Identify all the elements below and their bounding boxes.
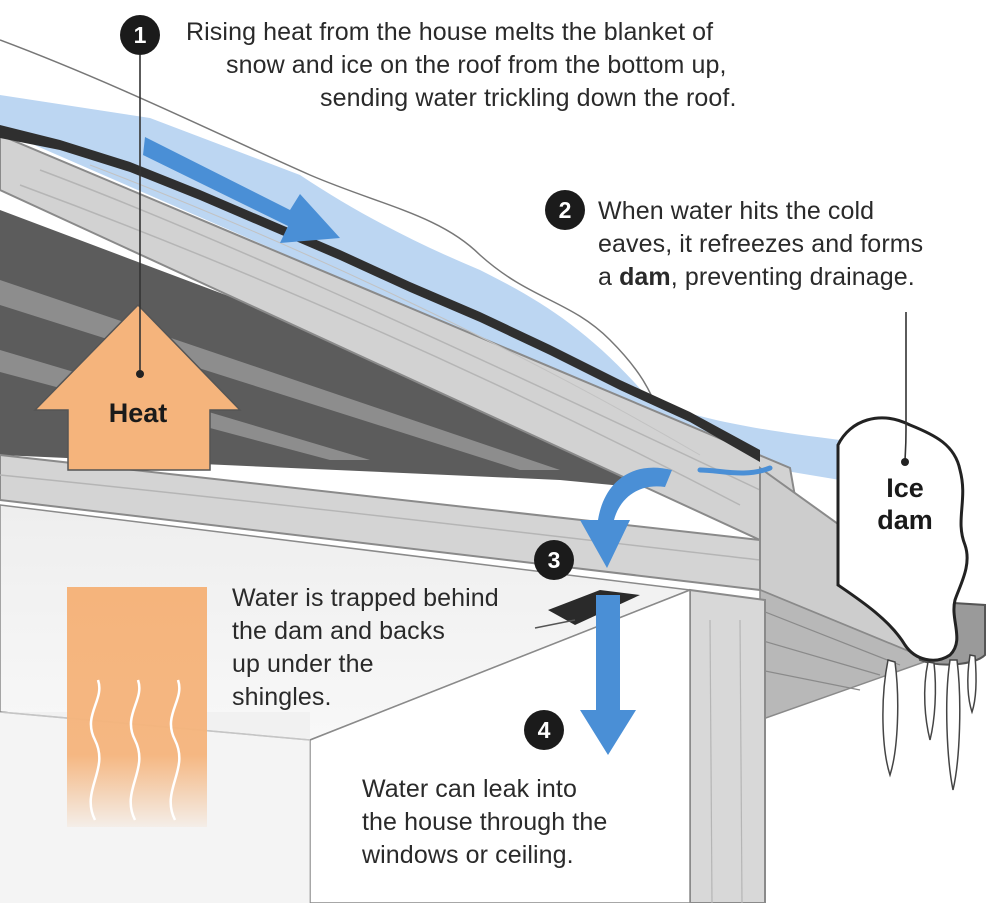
- step-2-line-1: When water hits the cold: [598, 197, 875, 225]
- step-3-text: Water is trapped behind the dam and back…: [232, 582, 552, 714]
- heat-glow: [67, 587, 207, 827]
- icicles: [882, 654, 977, 791]
- water-arrow-4: [580, 595, 636, 755]
- step-3-badge: 3: [534, 540, 574, 580]
- step-1-line-3: sending water trickling down the roof.: [320, 84, 737, 112]
- water-arrow-1: [143, 137, 340, 243]
- water-arrow-3: [580, 467, 672, 568]
- step-4-text: Water can leak into the house through th…: [362, 773, 682, 872]
- step-3-line-4: shingles.: [232, 683, 332, 711]
- heat-label: Heat: [108, 398, 168, 428]
- step-1-text: Rising heat from the house melts the bla…: [186, 16, 826, 115]
- step-4-line-1: Water can leak into: [362, 775, 577, 803]
- step-2-line-2: eaves, it refreezes and forms: [598, 230, 924, 258]
- corner-post: [689, 588, 766, 903]
- step-1-badge: 1: [120, 15, 160, 55]
- ice-dam-label-line-1: Ice: [886, 473, 924, 503]
- ice-dam-shape: [836, 416, 969, 662]
- step-4-line-3: windows or ceiling.: [362, 841, 574, 869]
- snow-outline: [0, 39, 661, 416]
- step-2-text: When water hits the cold eaves, it refre…: [598, 195, 988, 294]
- step-3-line-3: up under the: [232, 650, 374, 678]
- step-2-badge: 2: [545, 190, 585, 230]
- heat-arrow: [33, 303, 242, 471]
- step-1-line-1: Rising heat from the house melts the bla…: [186, 18, 714, 46]
- step-2-bold-dam: dam: [619, 263, 671, 291]
- step-4-line-2: the house through the: [362, 808, 608, 836]
- step-3-line-1: Water is trapped behind: [232, 584, 499, 612]
- ice-dam-label-line-2: dam: [877, 505, 933, 535]
- step-1-line-2: snow and ice on the roof from the bottom…: [226, 51, 727, 79]
- ice-dam-label: Ice dam: [860, 472, 950, 536]
- leader-2: [904, 312, 907, 463]
- step-4-badge: 4: [524, 710, 564, 750]
- step-2-line-3: a dam, preventing drainage.: [598, 263, 915, 291]
- step-3-line-2: the dam and backs: [232, 617, 445, 645]
- heat-waves: [89, 679, 181, 821]
